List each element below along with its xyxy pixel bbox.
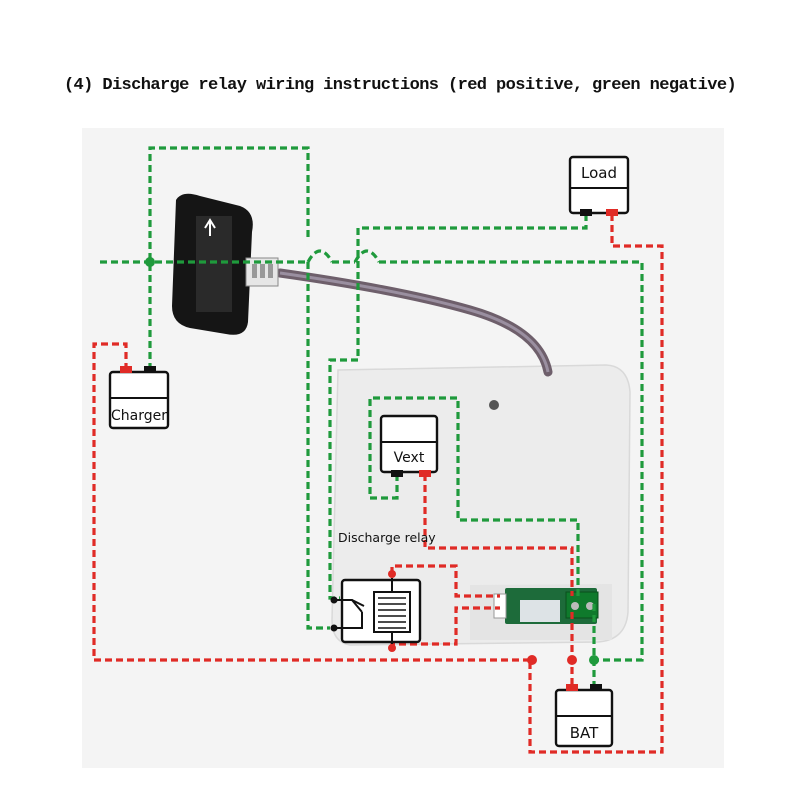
sensor-cable-highlight xyxy=(279,271,550,373)
junction-dot xyxy=(145,257,155,267)
relay-icon xyxy=(330,570,422,652)
page-title: (4) Discharge relay wiring instructions … xyxy=(63,76,737,95)
vext-box: Vext xyxy=(379,414,439,477)
bat-box: BAT xyxy=(554,684,614,748)
charger-label: Charger xyxy=(111,408,167,424)
charger-box: Charger xyxy=(108,366,170,430)
bat-label: BAT xyxy=(570,724,599,742)
load-box: Load xyxy=(568,155,630,216)
load-label: Load xyxy=(581,164,617,182)
junction-dot xyxy=(589,655,599,665)
current-sensor-icon xyxy=(172,193,279,335)
discharge-relay-label: Discharge relay xyxy=(338,530,436,545)
junction-dot xyxy=(567,655,577,665)
junction-dot xyxy=(527,655,537,665)
vext-label: Vext xyxy=(394,450,425,466)
